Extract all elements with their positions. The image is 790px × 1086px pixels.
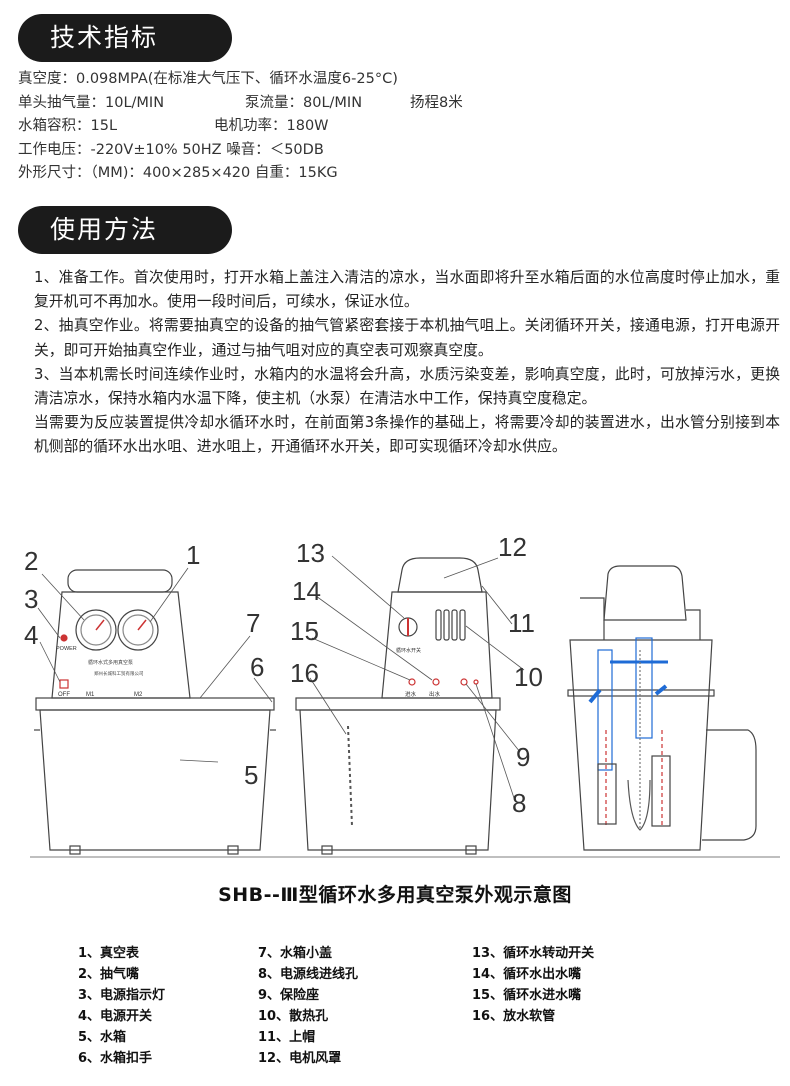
legend-item: 2、抽气嘴 xyxy=(78,967,140,982)
legend-item: 9、保险座 xyxy=(258,988,320,1003)
diagram-caption: SHB--Ⅲ型循环水多用真空泵外观示意图 xyxy=(218,884,572,906)
callout-7: 7 xyxy=(246,608,260,638)
legend-item: 7、水箱小盖 xyxy=(258,946,333,961)
callout-8: 8 xyxy=(512,788,526,818)
section-handle xyxy=(702,729,757,841)
callout-5: 5 xyxy=(244,760,258,790)
usage-section-title: 使用方法 xyxy=(18,206,232,254)
legend-column-1: 1、真空表 2、抽气嘴 3、电源指示灯 4、电源开关 5、水箱 6、水箱扣手 xyxy=(78,943,165,1069)
side-cap xyxy=(397,557,483,593)
front-water-tank xyxy=(39,709,271,851)
spec-tank-capacity: 水箱容积：15L xyxy=(18,118,118,135)
callout-9: 9 xyxy=(516,742,530,772)
front-tank-rim xyxy=(35,697,275,711)
callout-1: 1 xyxy=(186,540,200,570)
power-switch xyxy=(59,679,69,689)
front-cap xyxy=(67,569,173,593)
legend-item: 10、散热孔 xyxy=(258,1009,329,1024)
usage-step-3: 3、当本机需长时间连续作业时，水箱内的水温将会升高，水质污染变差，影响真空度，此… xyxy=(34,365,780,408)
usage-block: 1、准备工作。首次使用时，打开水箱上盖注入清洁的凉水，当水面即将升至水箱后面的水… xyxy=(34,266,780,460)
spec-air-flow: 单头抽气量：10L/MIN xyxy=(18,94,165,111)
legend-item: 16、放水软管 xyxy=(472,1009,556,1024)
side-view: 循环水开关 进水 出水 xyxy=(295,557,501,855)
vent-slot-1 xyxy=(435,609,442,641)
spec-vacuum: 真空度：0.098MPA(在标准大气压下、循环水温度6-25°C) xyxy=(18,71,398,87)
usage-note: 当需要为反应装置提供冷却水循环水时，在前面第3条操作的基础上，将需要冷却的装置进… xyxy=(34,414,780,456)
side-water-tank xyxy=(299,709,497,851)
callout-14: 14 xyxy=(292,576,321,606)
spec-lift: 扬程8米 xyxy=(410,94,463,111)
vacuum-gauge-left xyxy=(75,609,117,651)
panel-maker-text: 郑州长城科工贸有限公司 xyxy=(94,670,144,677)
panel-off-text: OFF xyxy=(58,692,70,698)
legend-item: 14、循环水出水嘴 xyxy=(472,967,582,982)
spec-motor-power: 电机功率：180W xyxy=(214,118,329,135)
vacuum-gauge-right xyxy=(117,609,159,651)
legend-item: 12、电机风罩 xyxy=(258,1051,342,1066)
side-switch-text: 循环水开关 xyxy=(396,647,421,654)
legend-item: 8、电源线进线孔 xyxy=(258,967,359,982)
side-in-text: 进水 xyxy=(405,690,417,698)
callout-15: 15 xyxy=(290,616,319,646)
drain-hose xyxy=(347,725,353,827)
panel-m1-text: M1 xyxy=(86,692,95,698)
legend-item: 13、循环水转动开关 xyxy=(472,946,595,961)
fuse-holder xyxy=(460,678,468,686)
side-out-text: 出水 xyxy=(429,690,441,698)
callout-leaders xyxy=(37,555,525,799)
pump-diagram: POWER OFF M1 M2 循环水式多用真空泵 郑州长城科工贸有限公司 循环… xyxy=(0,530,790,860)
callout-12: 12 xyxy=(498,532,527,562)
panel-m2-text: M2 xyxy=(134,692,143,698)
side-motor-housing xyxy=(381,591,493,699)
callout-10: 10 xyxy=(514,662,543,692)
callout-4: 4 xyxy=(24,620,38,650)
specs-section-title: 技术指标 xyxy=(18,14,232,62)
legend-item: 15、循环水进水嘴 xyxy=(472,988,582,1003)
legend-item: 4、电源开关 xyxy=(78,1009,153,1024)
usage-step-2: 2、抽真空作业。将需要抽真空的设备的抽气管紧密套接于本机抽气咀上。关闭循环开关，… xyxy=(34,317,780,359)
callout-numbers: 1 2 3 4 5 6 7 8 9 10 11 12 13 14 15 16 xyxy=(24,532,543,818)
callout-13: 13 xyxy=(296,538,325,568)
legend-column-2: 7、水箱小盖 8、电源线进线孔 9、保险座 10、散热孔 11、上帽 12、电机… xyxy=(258,943,358,1069)
panel-power-text: POWER xyxy=(56,646,77,652)
circulation-inlet-nozzle xyxy=(408,678,416,686)
usage-step-1: 1、准备工作。首次使用时，打开水箱上盖注入清洁的凉水，当水面即将升至水箱后面的水… xyxy=(34,269,780,311)
circulation-outlet-nozzle xyxy=(432,678,440,686)
spec-voltage-noise: 工作电压：-220V±10% 50HZ 噪音：＜50DB xyxy=(18,141,324,158)
spec-size-weight: 外形尺寸：（MM)：400×285×420 自重：15KG xyxy=(18,165,338,182)
legend-item: 6、水箱扣手 xyxy=(78,1051,153,1066)
power-indicator-light xyxy=(60,634,68,642)
legend-column-3: 13、循环水转动开关 14、循环水出水嘴 15、循环水进水嘴 16、放水软管 xyxy=(472,943,594,1027)
callout-2: 2 xyxy=(24,546,38,576)
callout-16: 16 xyxy=(290,658,319,688)
front-view: POWER OFF M1 M2 循环水式多用真空泵 郑州长城科工贸有限公司 xyxy=(34,569,276,855)
callout-11: 11 xyxy=(508,608,535,638)
legend-item: 5、水箱 xyxy=(78,1030,127,1045)
spec-pump-flow: 泵流量：80L/MIN xyxy=(245,94,363,111)
legend-item: 11、上帽 xyxy=(258,1030,316,1045)
callout-6: 6 xyxy=(250,652,264,682)
power-cord-hole xyxy=(473,679,479,685)
legend-item: 1、真空表 xyxy=(78,946,140,961)
section-pipe-blue-left xyxy=(597,649,613,771)
panel-brand-text: 循环水式多用真空泵 xyxy=(88,659,133,666)
callout-3: 3 xyxy=(24,584,38,614)
section-motor xyxy=(603,565,687,621)
section-view xyxy=(567,565,757,851)
section-tank xyxy=(569,639,713,851)
legend-item: 3、电源指示灯 xyxy=(78,988,166,1003)
